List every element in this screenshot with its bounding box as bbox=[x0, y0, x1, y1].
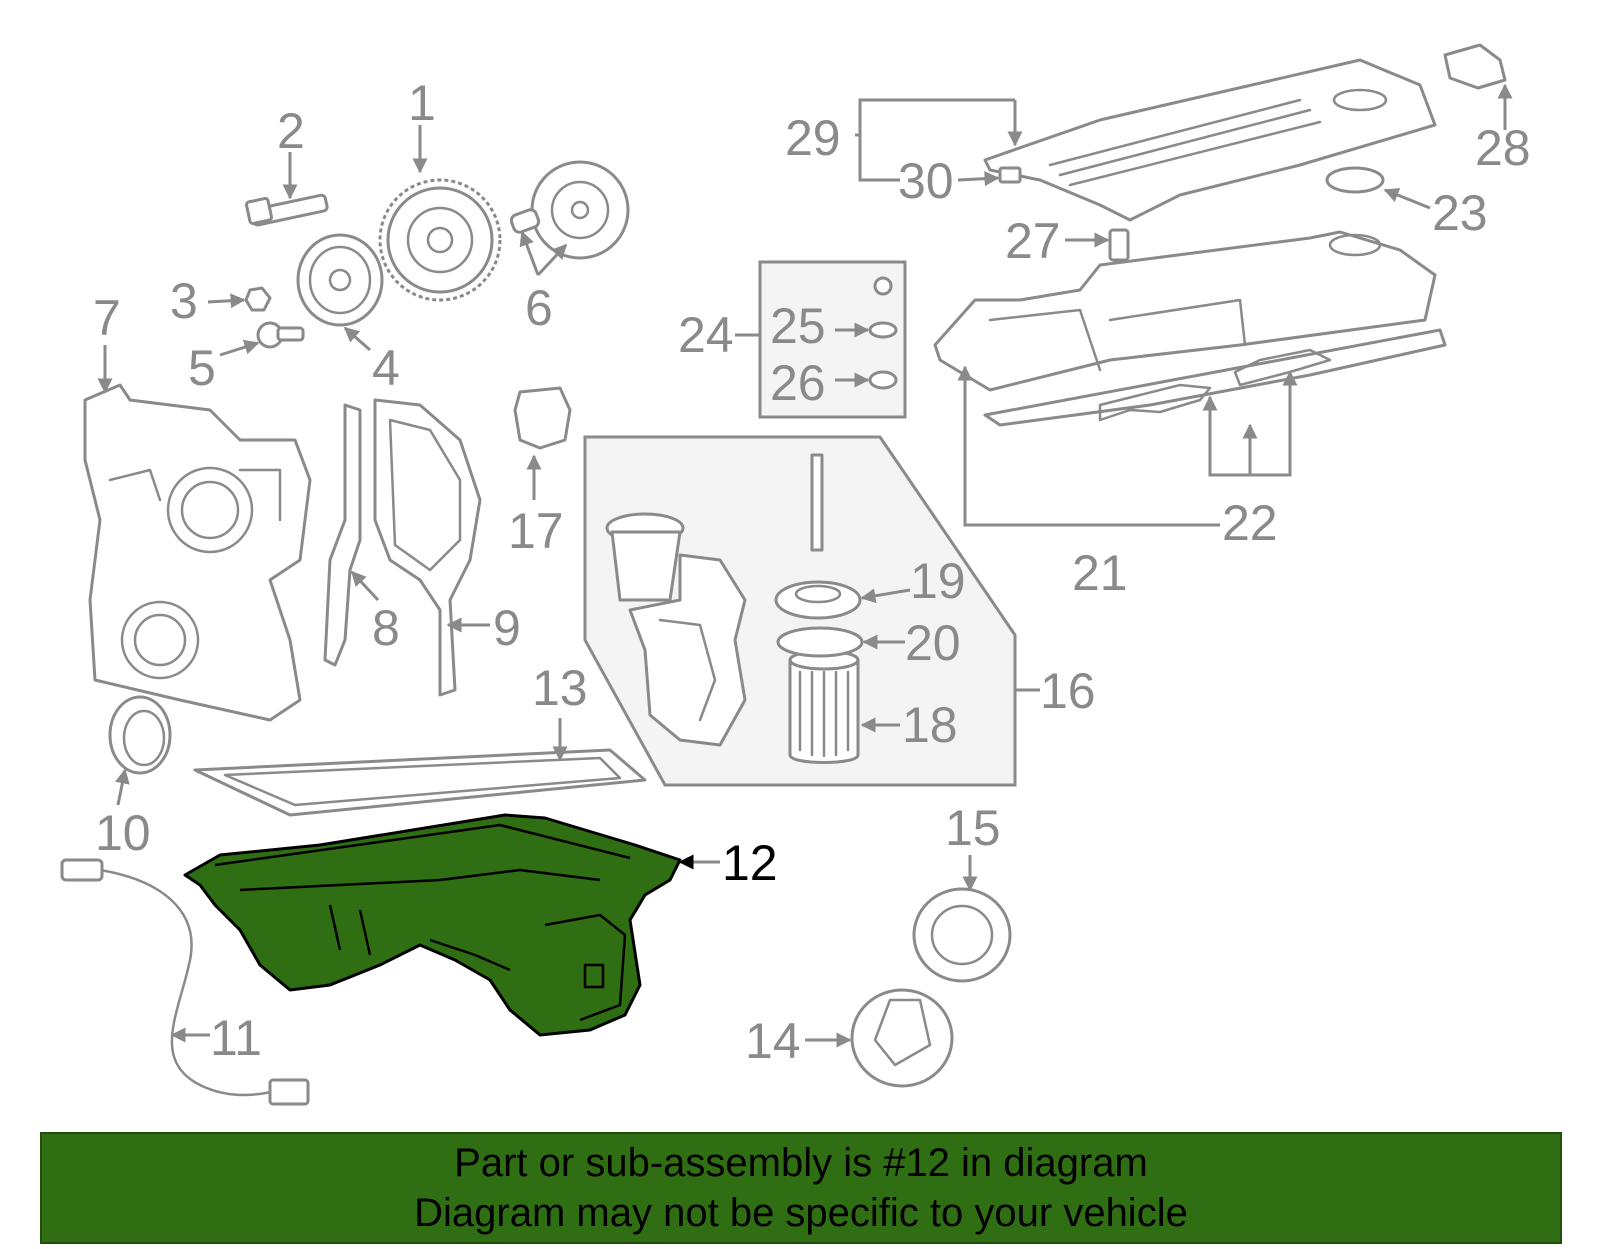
part-3-nut bbox=[244, 286, 272, 312]
callout-17: 17 bbox=[508, 503, 564, 559]
part-6-hub bbox=[509, 160, 630, 260]
callout-3: 3 bbox=[170, 273, 198, 329]
callout-20: 20 bbox=[905, 615, 961, 671]
part-27-stud bbox=[1108, 228, 1130, 262]
footer-line-2: Diagram may not be specific to your vehi… bbox=[414, 1191, 1188, 1235]
part-25-washer bbox=[868, 276, 898, 339]
part-21-valve-cover bbox=[933, 230, 1437, 392]
callout-12: 12 bbox=[722, 835, 778, 891]
callout-2: 2 bbox=[277, 103, 305, 159]
callout-23: 23 bbox=[1432, 185, 1488, 241]
part-2-bolt bbox=[245, 193, 329, 227]
part-28-filler-cap bbox=[1443, 43, 1507, 90]
part-5-fitting bbox=[256, 321, 305, 349]
part-23-seal bbox=[1325, 166, 1385, 194]
callout-15: 15 bbox=[945, 800, 1001, 856]
callout-30: 30 bbox=[898, 153, 954, 209]
callout-8: 8 bbox=[372, 600, 400, 656]
part-8-gasket bbox=[323, 403, 362, 667]
part-1-gear bbox=[378, 178, 502, 302]
part-18-filter bbox=[788, 649, 860, 764]
part-16-filter-housing bbox=[605, 512, 747, 747]
part-20-o-ring bbox=[776, 626, 864, 658]
callout-9: 9 bbox=[493, 600, 521, 656]
part-13-gasket bbox=[193, 748, 647, 817]
callout-10: 10 bbox=[95, 805, 151, 861]
callout-28: 28 bbox=[1475, 120, 1531, 176]
callout-4: 4 bbox=[372, 340, 400, 396]
callout-27: 27 bbox=[1005, 213, 1061, 269]
parts-diagram: 1 2 3 4 5 6 7 8 9 10 11 12 13 14 15 16 1… bbox=[60, 43, 1531, 1106]
part-9-gasket bbox=[373, 398, 482, 697]
footer-line-1: Part or sub-assembly is #12 in diagram bbox=[454, 1141, 1148, 1185]
part-7-timing-cover bbox=[83, 383, 312, 722]
part-11-sensor bbox=[60, 858, 310, 1106]
part-30-grommet bbox=[998, 166, 1022, 184]
callout-22: 22 bbox=[1222, 495, 1278, 551]
callout-26: 26 bbox=[770, 355, 826, 411]
callout-5: 5 bbox=[188, 340, 216, 396]
part-22-gasket bbox=[983, 328, 1447, 427]
part-14-cover bbox=[850, 988, 954, 1088]
part-15-gasket bbox=[912, 887, 1012, 983]
footer-banner: Part or sub-assembly is #12 in diagram D… bbox=[40, 1132, 1562, 1244]
callout-1: 1 bbox=[408, 75, 436, 131]
part-10-seal bbox=[108, 695, 172, 775]
callout-21: 21 bbox=[1072, 545, 1128, 601]
callout-25: 25 bbox=[770, 298, 826, 354]
callout-19: 19 bbox=[910, 553, 966, 609]
callout-7: 7 bbox=[93, 290, 121, 346]
callout-24: 24 bbox=[678, 307, 734, 363]
callout-6: 6 bbox=[525, 280, 553, 336]
callout-16: 16 bbox=[1040, 663, 1096, 719]
callout-13: 13 bbox=[532, 660, 588, 716]
callout-11: 11 bbox=[210, 1010, 262, 1066]
callout-18: 18 bbox=[902, 697, 958, 753]
part-29-engine-cover bbox=[983, 58, 1437, 222]
part-17-bracket bbox=[513, 386, 572, 450]
part-4-pulley bbox=[296, 233, 384, 327]
filter-bolt bbox=[810, 453, 824, 552]
part-12-oil-pan bbox=[183, 813, 682, 1037]
callout-29: 29 bbox=[785, 110, 841, 166]
part-19-cap bbox=[774, 580, 862, 620]
part-26-washer bbox=[868, 370, 898, 390]
callout-14: 14 bbox=[745, 1013, 801, 1069]
